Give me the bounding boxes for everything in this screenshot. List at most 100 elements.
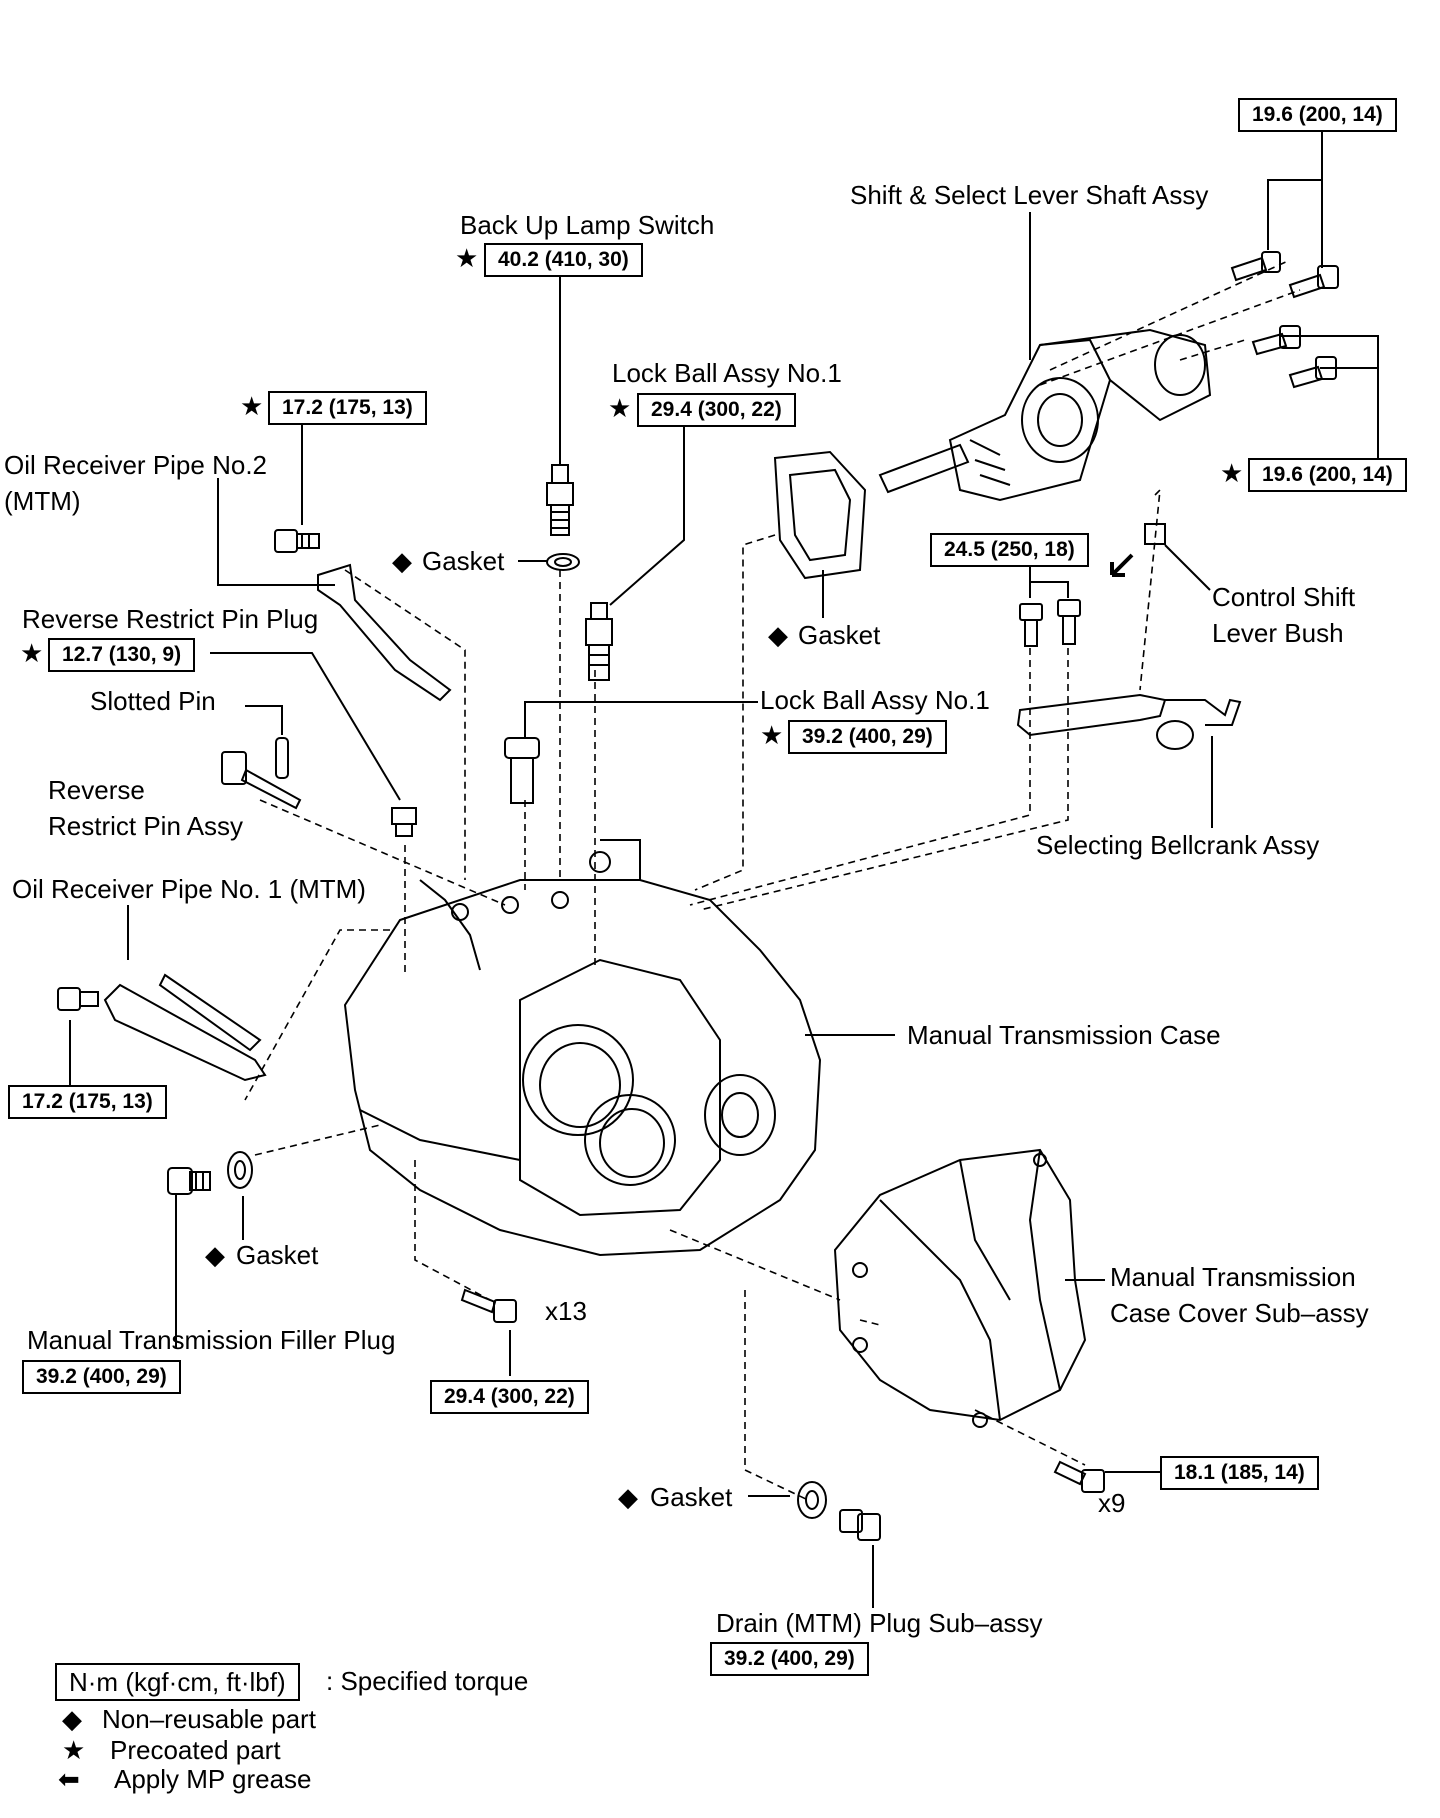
diamond-icon: ◆ (392, 546, 412, 576)
label-gasket-filler: Gasket (236, 1240, 319, 1270)
diamond-icon: ◆ (618, 1482, 638, 1512)
install-line (699, 648, 1069, 911)
back-up-lamp-switch-part (546, 464, 574, 536)
shaft-bolts (1230, 251, 1339, 389)
install-line (669, 1229, 841, 1301)
shift-select-lever-shaft-part (878, 328, 1212, 502)
legend-non-reusable: Non–reusable part (102, 1704, 316, 1734)
torque-case-bolts: 29.4 (300, 22) (430, 1380, 589, 1414)
label-case-cover-line2: Case Cover Sub–assy (1110, 1298, 1369, 1328)
diamond-icon: ◆ (768, 620, 788, 650)
label-control-shift-bush-line1: Control Shift (1212, 582, 1356, 612)
label-oil-pipe-2-line2: (MTM) (4, 486, 81, 516)
label-rev-restrict-assy-line2: Restrict Pin Assy (48, 811, 244, 841)
rev-restrict-plug-part (391, 807, 417, 837)
control-shift-bush-part (1144, 523, 1166, 545)
install-line (859, 1319, 881, 1326)
rev-restrict-pin-assy-part (221, 751, 302, 810)
drain-gasket-inner (805, 1490, 819, 1510)
star-icon: ★ (62, 1735, 86, 1765)
torque-oil-pipe-2: 17.2 (175, 13) (268, 391, 427, 425)
oil-receiver-pipe-2-part (317, 563, 452, 702)
install-line (244, 929, 390, 1101)
label-qty-x13: x13 (545, 1296, 587, 1326)
label-shift-select-lever-shaft: Shift & Select Lever Shaft Assy (850, 180, 1209, 210)
lock-ball-upper-part (585, 602, 613, 681)
label-case-cover-line1: Manual Transmission (1110, 1262, 1356, 1292)
oil-receiver-pipe-1-part (57, 973, 267, 1082)
install-line (974, 1409, 1086, 1466)
torque-shift-top: 19.6 (200, 14) (1238, 98, 1397, 132)
leader-line (245, 705, 283, 735)
legend-precoated: Precoated part (110, 1735, 281, 1765)
install-line (1139, 487, 1162, 691)
install-line (344, 569, 466, 880)
legend-unit-box: N·m (kgf·cm, ft·lbf) (55, 1663, 300, 1701)
gasket-ring-inner (554, 557, 572, 567)
label-rev-restrict-plug: Reverse Restrict Pin Plug (22, 604, 319, 634)
label-back-up-lamp-switch: Back Up Lamp Switch (460, 210, 715, 240)
shaft-gasket-inner (788, 468, 852, 562)
install-line (414, 1160, 491, 1301)
label-lock-ball-upper: Lock Ball Assy No.1 (612, 358, 842, 388)
label-control-shift-bush-line2: Lever Bush (1212, 618, 1344, 648)
case-bolt-part (460, 1288, 517, 1323)
install-line (1179, 339, 1246, 361)
filler-gasket-inner (234, 1160, 246, 1180)
leader-line (609, 410, 685, 606)
selecting-bellcrank-part (1016, 693, 1242, 750)
star-icon: ★ (20, 638, 44, 668)
leader-line (217, 478, 335, 586)
leader-line (1280, 335, 1379, 458)
leader-line (524, 701, 758, 738)
install-line (694, 534, 776, 891)
label-oil-pipe-2-line1: Oil Receiver Pipe No.2 (4, 450, 267, 480)
torque-filler-plug: 39.2 (400, 29) (22, 1360, 181, 1394)
label-filler-plug: Manual Transmission Filler Plug (27, 1325, 396, 1355)
drain-gasket-ring (797, 1481, 827, 1519)
diamond-icon: ◆ (62, 1704, 82, 1734)
torque-oil-pipe-1: 17.2 (175, 13) (8, 1085, 167, 1119)
label-slotted-pin: Slotted Pin (90, 686, 216, 716)
install-line (254, 1124, 381, 1156)
filler-gasket-ring (227, 1151, 253, 1189)
slotted-pin-part (275, 737, 289, 779)
label-gasket-shaft: Gasket (798, 620, 881, 650)
torque-back-up-lamp: 40.2 (410, 30) (484, 243, 643, 277)
torque-cover-bolts: 18.1 (185, 14) (1160, 1456, 1319, 1490)
bellcrank-bolts (1019, 599, 1081, 647)
install-line (744, 1290, 809, 1501)
label-lock-ball-lower: Lock Ball Assy No.1 (760, 685, 990, 715)
star-icon: ★ (608, 393, 632, 423)
star-icon: ★ (1220, 458, 1244, 488)
star-icon: ★ (240, 391, 264, 421)
filler-plug-part (167, 1167, 211, 1195)
drain-plug-part (839, 1509, 881, 1541)
torque-bellcrank-bolts: 24.5 (250, 18) (930, 533, 1089, 567)
leader-line (1029, 564, 1069, 598)
legend-unit-desc: : Specified torque (326, 1666, 529, 1696)
label-oil-pipe-1: Oil Receiver Pipe No. 1 (MTM) (12, 874, 366, 904)
label-mt-case: Manual Transmission Case (907, 1020, 1221, 1050)
torque-shift-right: 19.6 (200, 14) (1248, 458, 1407, 492)
torque-rev-restrict-plug: 12.7 (130, 9) (48, 638, 196, 672)
mp-grease-arrow-icon (1110, 553, 1134, 577)
label-gasket-drain: Gasket (650, 1482, 733, 1512)
install-line (1049, 259, 1291, 371)
star-icon: ★ (760, 720, 784, 750)
label-rev-restrict-assy-line1: Reverse (48, 775, 145, 805)
leader-line (1267, 130, 1323, 250)
label-drain-plug: Drain (MTM) Plug Sub–assy (716, 1608, 1043, 1638)
star-icon: ★ (455, 243, 479, 273)
label-selecting-bellcrank: Selecting Bellcrank Assy (1036, 830, 1320, 860)
gasket-ring (546, 553, 580, 571)
leader-line (1164, 544, 1211, 591)
install-line (689, 648, 1031, 906)
torque-drain-plug: 39.2 (400, 29) (710, 1642, 869, 1676)
label-qty-x9: x9 (1098, 1488, 1126, 1518)
manual-transmission-case-part (343, 839, 822, 1257)
legend-mp-grease: Apply MP grease (114, 1764, 312, 1794)
leader-line (210, 652, 401, 801)
